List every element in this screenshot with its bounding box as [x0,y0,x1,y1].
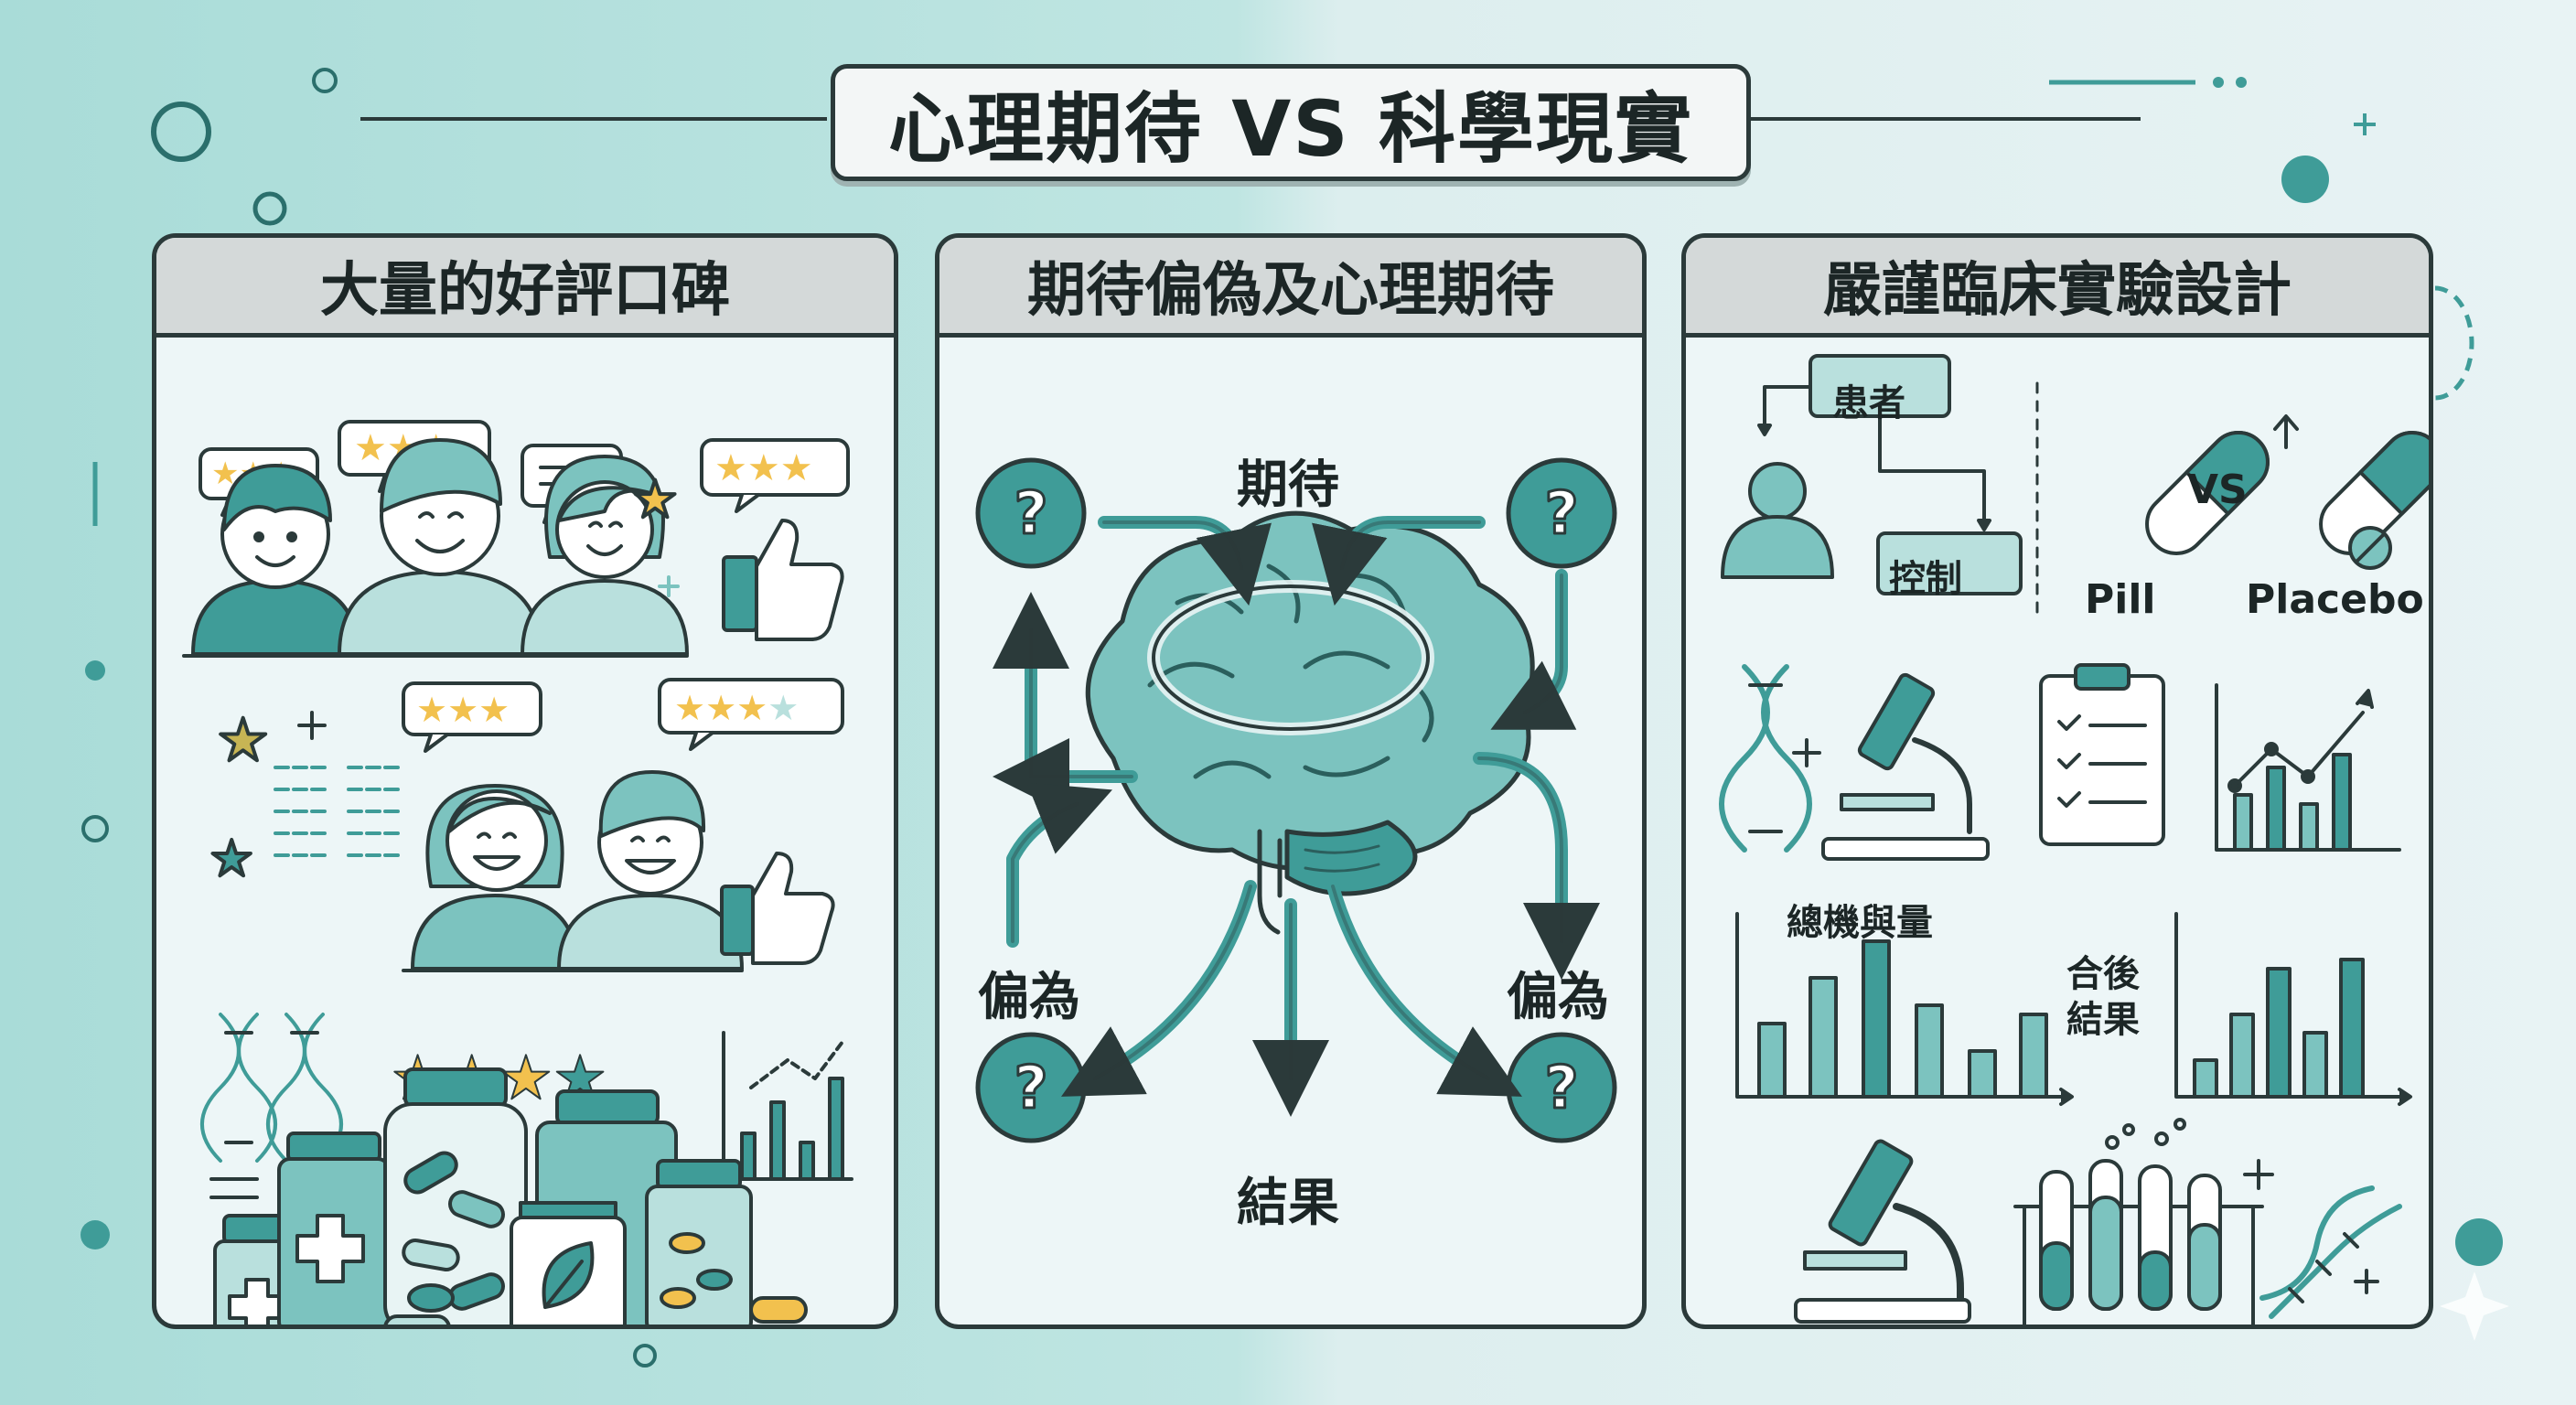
question-circle-icon: ? [1506,1032,1617,1143]
medicine-bottles-icon [213,1067,808,1325]
rating-bubble-icon: ★★★ [402,681,542,753]
dna-icon [2259,1185,2402,1319]
placebo-pill-icon [2273,414,2429,570]
pill-label: Pill [2085,576,2156,623]
question-circle-icon: ? [975,457,1087,569]
happy-people-icon [182,438,689,658]
expectation-label: 期待 [1237,456,1339,515]
svg-text:★: ★ [632,470,678,530]
page-title: 心理期待 VS 科學現實 [831,64,1751,181]
brain-diagram: ? ? ? ? [975,457,1617,1143]
clinical-trial-panel-heading: 嚴謹臨床實驗設計 [1686,238,2429,338]
thumbs-up-icon [720,852,835,965]
svg-text:★: ★ [209,830,253,887]
rating-bubble-icon: ★★★ [700,438,850,513]
question-circle-icon: ? [975,1032,1087,1143]
svg-text:★★★: ★★★ [714,447,813,489]
reviews-panel-heading: 大量的好評口碑 [156,238,894,338]
svg-text:★★★★: ★★★★ [674,688,799,728]
vs-label: VS [2187,467,2248,513]
control-label: 控制 [1889,558,1962,600]
reviews-illustration: ★★★ ★★★ ★★★ [182,420,853,1325]
svg-text:★★★: ★★★ [416,690,510,730]
dna-icon [1719,664,1812,853]
bar-chart-right [2174,912,2412,1106]
patient-label: 患者 [1832,382,1905,424]
thumbs-up-icon [722,519,844,641]
question-circle-icon: ? [1506,457,1617,569]
svg-text:?: ? [1014,480,1047,548]
expectation-bias-panel-heading: 期待偏偽及心理期待 [939,238,1642,338]
microscope-icon [1794,1139,1971,1324]
svg-text:?: ? [1014,1055,1047,1122]
chart-right-label-line2: 結果 [2066,999,2140,1041]
line-chart-icon [2215,683,2401,852]
pill-icon [2145,431,2270,555]
test-tubes-icon [2013,1118,2264,1325]
svg-text:★: ★ [217,707,269,775]
small-chart-icon [722,1031,853,1181]
bar-chart-left [1735,912,2074,1106]
brain-icon [1085,510,1535,935]
reviews-panel: 大量的好評口碑 ★★★ ★★★ ★★★ [152,233,898,1329]
happy-people-icon [402,770,744,972]
clinical-trial-panel: 嚴謹臨床實驗設計 [1681,233,2433,1329]
bias-left-label: 偏為 [978,968,1080,1027]
expectation-bias-panel: 期待偏偽及心理期待 ? ? ? ? [935,233,1647,1329]
chart-right-label-line1: 合後 [2066,953,2140,995]
rating-bubble-icon: ★★★★ [658,678,844,751]
svg-text:?: ? [1544,480,1578,548]
microscope-icon [1821,672,1990,861]
clipboard-checklist-icon [2039,663,2165,846]
placebo-label: Placebo [2246,576,2424,623]
svg-text:?: ? [1544,1055,1578,1122]
bar-lines-icon [274,766,405,857]
chart-left-label: 總機與量 [1787,902,1933,944]
patient-flowchart [1721,354,2039,614]
result-label: 結果 [1237,1174,1339,1233]
clinical-trial-illustration [1719,354,2429,1325]
bias-right-label: 偏為 [1507,968,1609,1027]
